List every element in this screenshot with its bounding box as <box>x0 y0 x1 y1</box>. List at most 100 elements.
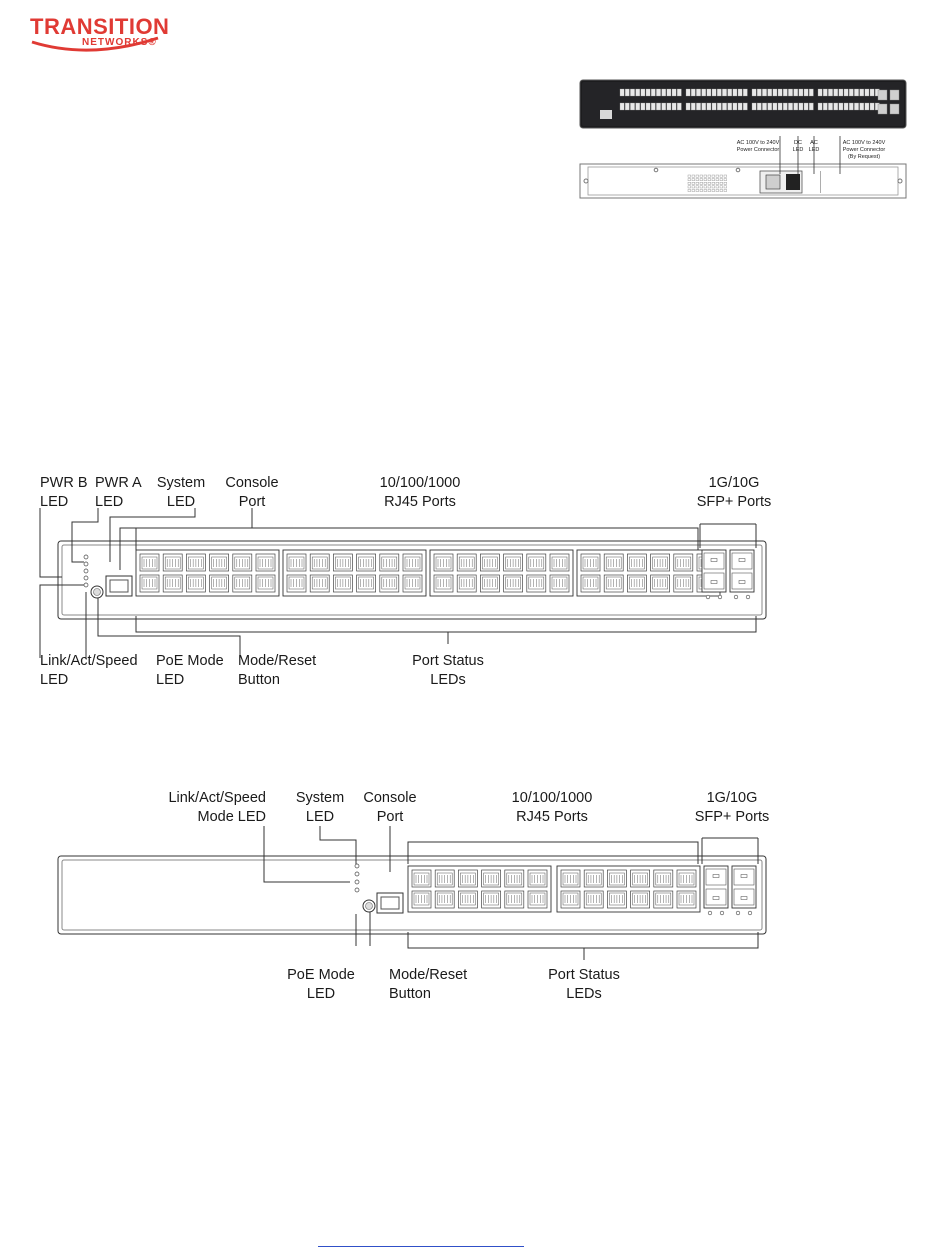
link2-line1: Link/Act/Speed <box>168 790 266 806</box>
rj45-port <box>434 869 455 888</box>
poe-mode-label-1: PoE Mode LED <box>156 652 224 690</box>
pwr-a-led-label: PWR A LED <box>95 474 142 512</box>
rj45-port <box>433 574 454 593</box>
rj45-port <box>580 553 601 572</box>
pwr-a-line1: PWR A <box>95 475 142 491</box>
photo-port <box>762 102 767 111</box>
vent-hole <box>723 181 727 185</box>
system-led-label-1: System LED <box>150 474 212 512</box>
photo-port <box>635 102 640 111</box>
photo-port <box>849 102 854 111</box>
rj45-port <box>411 890 432 909</box>
photo-port <box>691 88 696 97</box>
photo-port <box>777 102 783 111</box>
rj45-port <box>456 574 477 593</box>
rj45-2-line2: RJ45 Ports <box>516 809 588 825</box>
vent-hole <box>711 185 715 189</box>
console2-line2: Port <box>376 809 404 825</box>
vent-hole <box>691 189 695 192</box>
photo-sfp <box>877 103 888 115</box>
system-line2: LED <box>166 494 196 510</box>
mode-line2: Button <box>238 672 280 688</box>
status-led <box>83 561 89 567</box>
rj45-port <box>139 574 160 593</box>
photo-port <box>859 88 864 97</box>
rj45-port <box>433 553 454 572</box>
photo-port <box>859 102 864 111</box>
rj45-port <box>607 890 627 909</box>
rj45-port <box>583 869 604 888</box>
vent-hole <box>711 174 715 178</box>
photo-port <box>722 102 727 111</box>
photo-port <box>671 102 677 111</box>
system-led-label-2: System LED <box>290 789 350 827</box>
vent-hole <box>695 189 699 192</box>
footer-link-underline[interactable] <box>318 1246 524 1247</box>
photo-sfp <box>877 89 888 101</box>
port-group <box>407 865 552 913</box>
photo-port <box>685 88 691 97</box>
vent-hole <box>703 174 707 178</box>
link2-line2: Mode LED <box>197 809 266 825</box>
rj45-port <box>673 574 694 593</box>
photo-port <box>671 88 677 97</box>
rj45-port <box>580 574 601 593</box>
ac-request-label-1: AC 100V to 240V <box>843 140 886 146</box>
rj45-port <box>186 574 206 593</box>
photo-port <box>772 88 778 97</box>
photo-port <box>701 102 706 111</box>
rj45-2-line1: 10/100/1000 <box>511 790 593 806</box>
vent-hole <box>703 181 707 185</box>
status-led <box>354 879 360 885</box>
rj45-port <box>549 553 570 572</box>
photo-port <box>788 88 793 97</box>
poe-line1: PoE Mode <box>156 653 224 669</box>
rj45-port <box>309 553 330 572</box>
poe-mode-label-2: PoE Mode LED <box>276 966 366 1004</box>
photo-port <box>737 88 743 97</box>
rj45-port <box>139 553 160 572</box>
logo-subtitle: NETWORKS® <box>82 37 157 48</box>
rj45-port <box>162 574 183 593</box>
rj45-port <box>583 890 604 909</box>
vent-hole <box>695 174 699 178</box>
photo-port <box>783 102 788 111</box>
sfp-led <box>733 594 739 600</box>
ac-power-label-2: Power Connector <box>737 147 780 153</box>
photo-port <box>817 102 823 111</box>
vent-hole <box>715 181 719 185</box>
pwr-a-line2: LED <box>95 494 124 510</box>
photo-port <box>666 88 672 97</box>
vent-hole <box>723 185 727 189</box>
vent-hole <box>695 178 699 181</box>
vent-hole <box>715 178 719 181</box>
rj45-port <box>653 869 674 888</box>
photo-port <box>838 88 844 97</box>
rj45-port <box>209 574 229 593</box>
vent-hole <box>723 189 727 192</box>
photo-port <box>751 102 757 111</box>
rj45-port <box>162 553 183 572</box>
rj45-port <box>630 869 650 888</box>
dc-led-label-2: LED <box>793 147 804 153</box>
photo-port <box>706 88 712 97</box>
photo-port <box>651 102 656 111</box>
vent-hole <box>699 189 703 192</box>
mode-line1: Mode/Reset <box>238 653 317 669</box>
photo-port <box>696 102 701 111</box>
vent-hole <box>691 181 695 185</box>
photo-sfp <box>889 89 900 101</box>
rj45-port <box>186 553 206 572</box>
rj45-port <box>627 553 647 572</box>
sfp-ports-label-1: 1G/10G SFP+ Ports <box>684 474 784 512</box>
rj45-port <box>503 574 523 593</box>
photo-port <box>677 88 682 97</box>
sfp-led <box>719 910 725 916</box>
rj45-port <box>527 869 548 888</box>
photo-port <box>696 88 701 97</box>
rj45-port <box>549 574 570 593</box>
mode2-line1: Mode/Reset <box>389 967 468 983</box>
photo-port <box>798 102 804 111</box>
photo-port <box>625 88 630 97</box>
status-led <box>354 887 360 893</box>
